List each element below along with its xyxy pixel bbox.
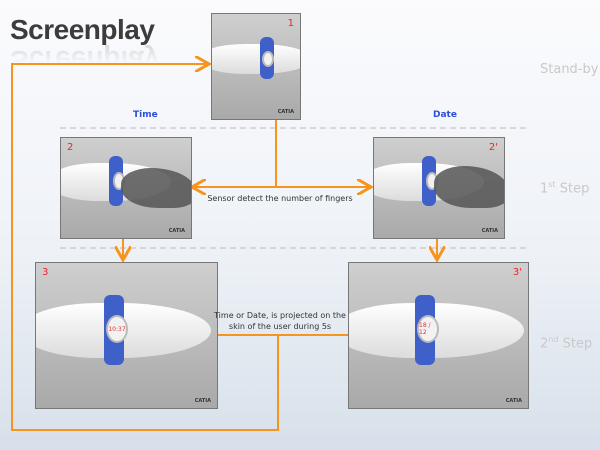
finger-hand [121, 168, 191, 208]
catia-logo: CATIA [481, 228, 498, 234]
catia-logo: CATIA [168, 228, 185, 234]
arrow-return-standby [11, 64, 279, 431]
panel-time-projected: 10:37 3 CATIA [35, 262, 218, 409]
watch-face [262, 51, 274, 67]
step-2-number: 2 [540, 336, 549, 352]
caption-sensor: Sensor detect the number of fingers [207, 194, 353, 203]
watch-display: 10:37 [106, 315, 128, 343]
label-date: Date [433, 110, 457, 120]
caption-projection: Time or Date, is projected on the skin o… [214, 311, 346, 331]
step-2-suffix: nd [548, 335, 559, 344]
catia-logo: CATIA [277, 109, 294, 115]
page-title: Screenplay [10, 14, 155, 45]
catia-logo: CATIA [194, 398, 211, 404]
panel-number: 2 [67, 142, 74, 153]
panel-date-projected: 18 / 12 3' CATIA [348, 262, 529, 409]
step-1-suffix: st [548, 180, 556, 189]
step-1-number: 1 [540, 181, 549, 197]
step-1-word: Step [555, 181, 590, 197]
watch-display: 18 / 12 [417, 315, 439, 343]
step-standby: Stand-by [540, 62, 599, 77]
step-2-word: Step [558, 336, 593, 352]
step-1: 1st Step [540, 180, 589, 196]
step-2: 2nd Step [540, 335, 592, 351]
panel-number: 3' [512, 267, 522, 278]
panel-number: 2' [488, 142, 498, 153]
panel-time-gesture: 2 CATIA [60, 137, 192, 239]
panel-date-gesture: 2' CATIA [373, 137, 505, 239]
panel-standby: 1 CATIA [211, 13, 301, 120]
arm-image [212, 44, 300, 74]
catia-logo: CATIA [505, 398, 522, 404]
panel-number: 3 [42, 267, 49, 278]
label-time: Time [133, 110, 158, 120]
finger-hand [434, 166, 504, 208]
panel-number: 1 [287, 18, 294, 29]
